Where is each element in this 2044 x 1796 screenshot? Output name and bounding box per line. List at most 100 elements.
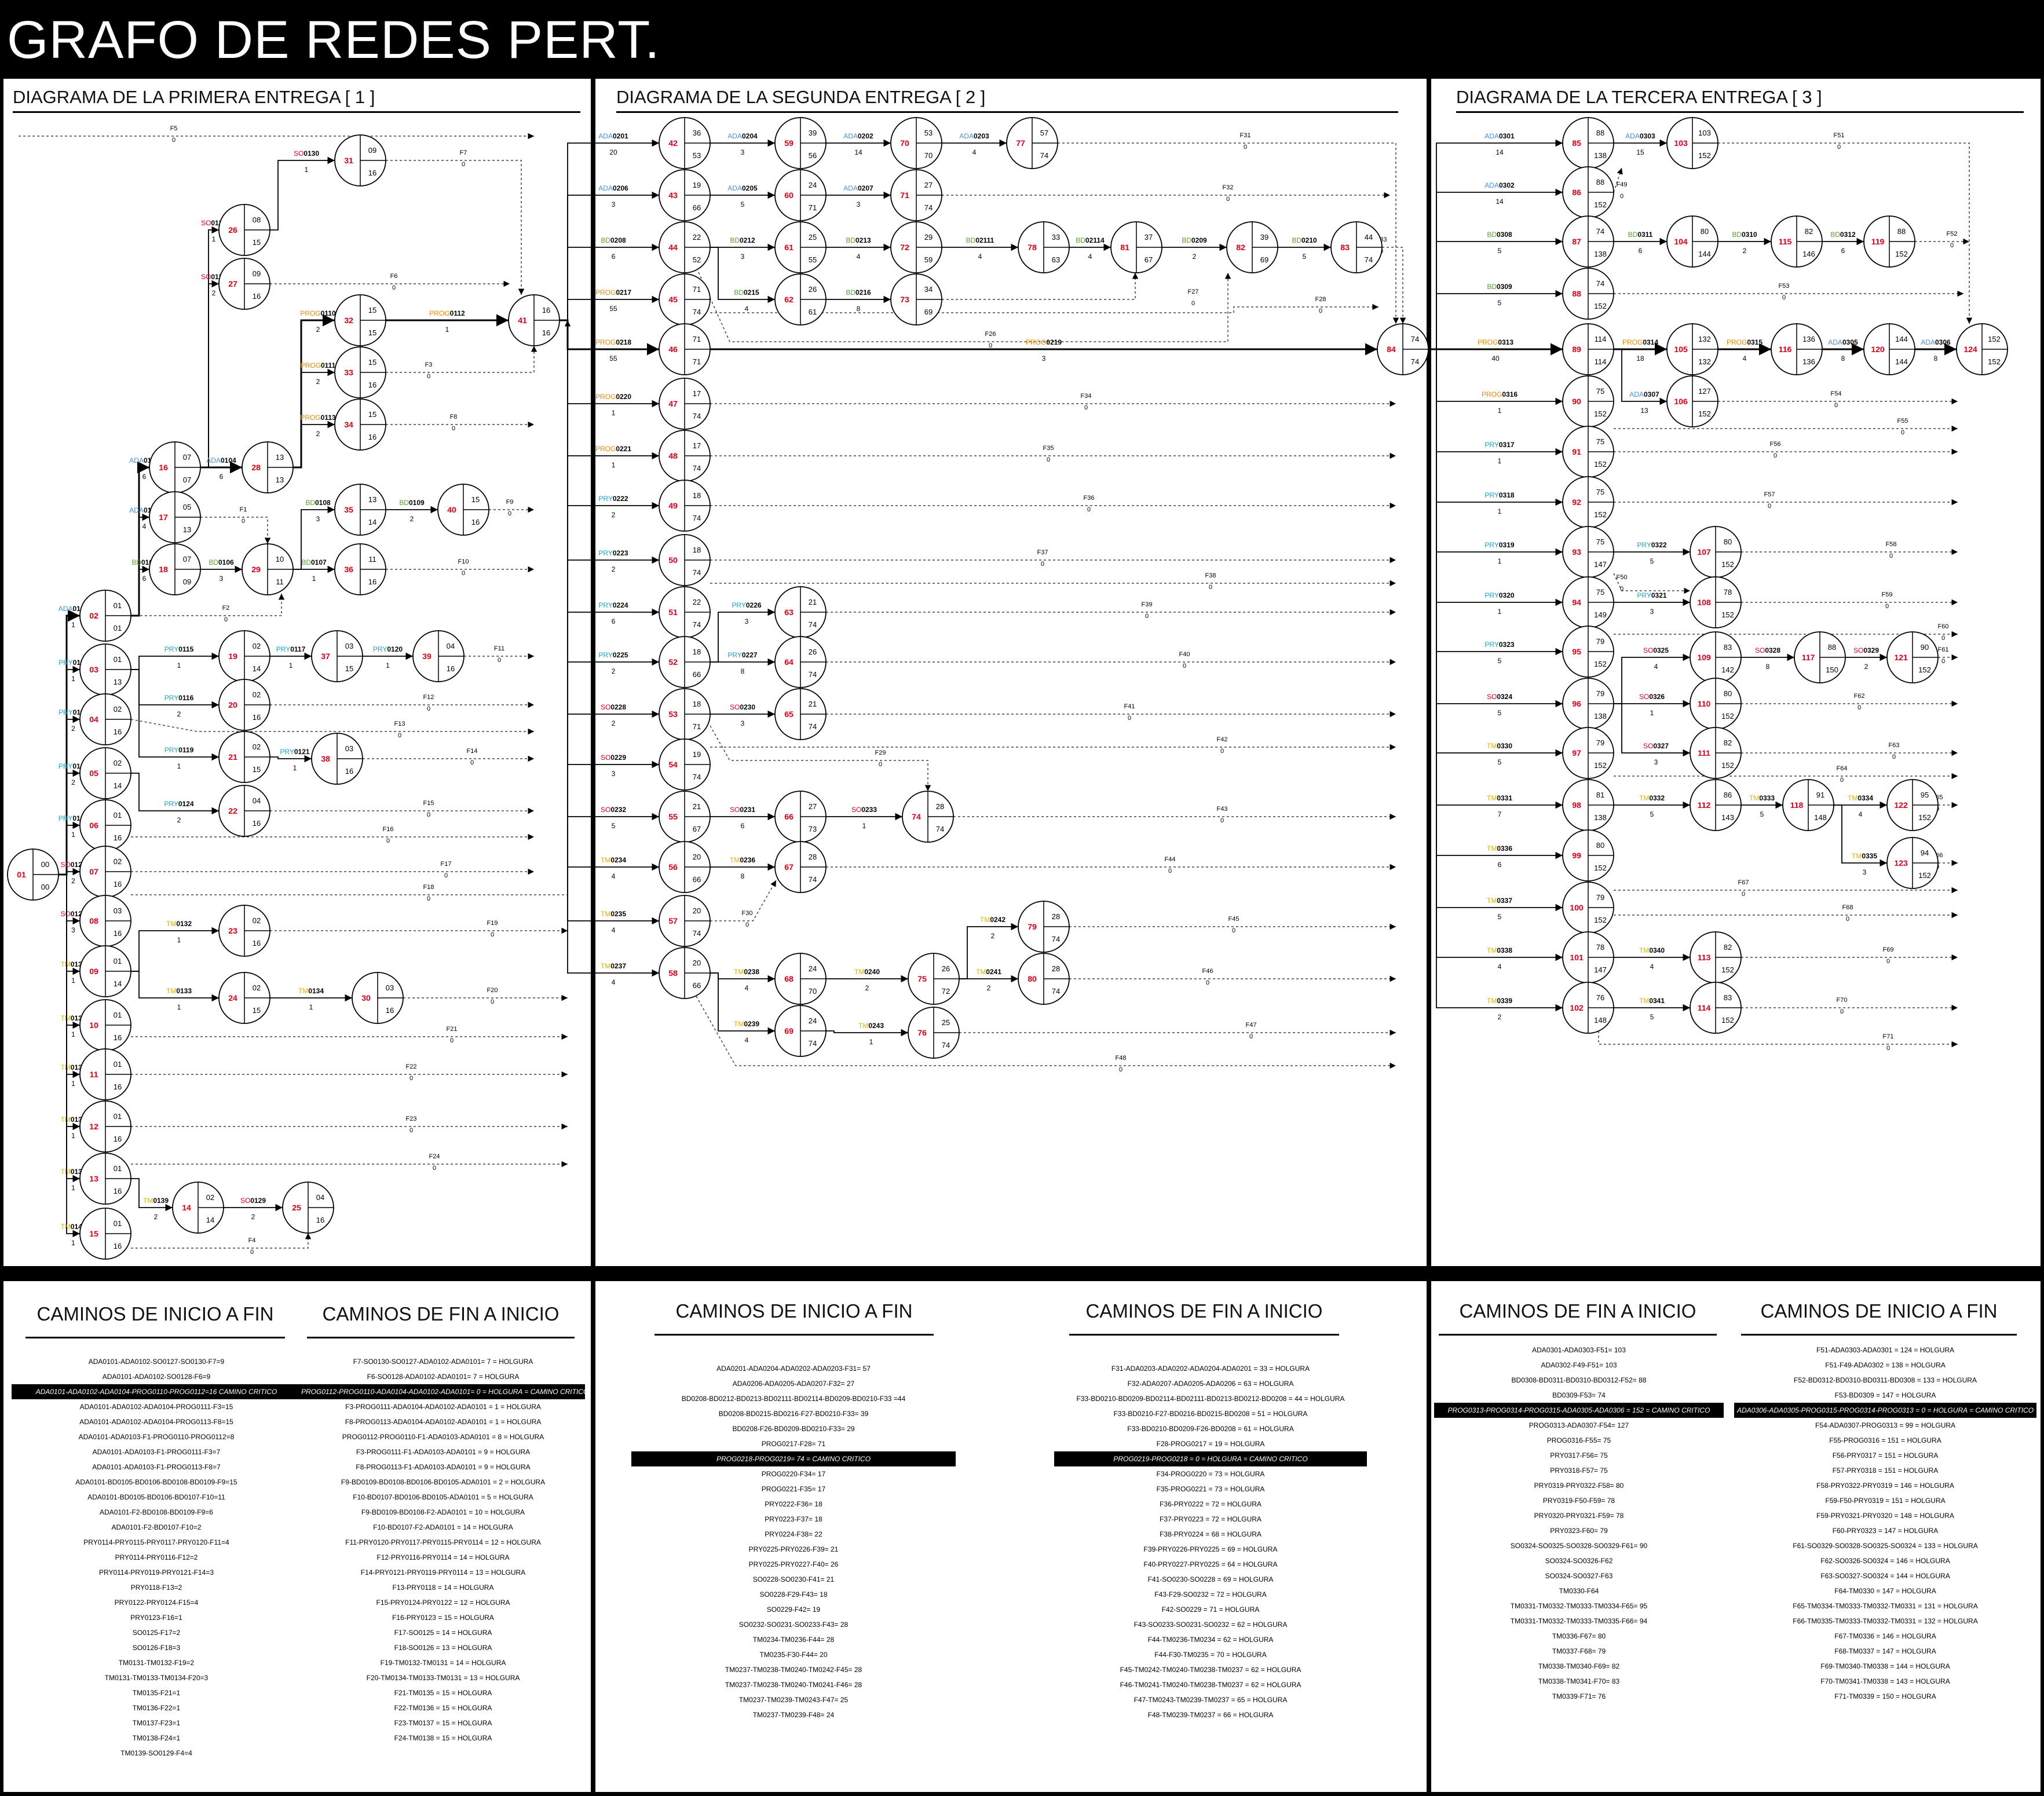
activity-duration: 8 bbox=[1841, 354, 1845, 363]
activity-code: PRY0225 bbox=[598, 651, 628, 659]
node-id: 122 bbox=[1894, 800, 1908, 810]
activity-number: 0224 bbox=[613, 601, 628, 609]
panel-1-title: DIAGRAMA DE LA PRIMERA ENTREGA [ 1 ] bbox=[13, 87, 580, 113]
path-row: PROG0112-PROG0110-F1-ADA0103-ADA0101 = 8… bbox=[342, 1433, 544, 1441]
node-late-finish: 152 bbox=[1918, 871, 1931, 880]
activity-edge bbox=[1420, 139, 1563, 350]
node-id: 116 bbox=[1779, 345, 1792, 354]
node-late-finish: 55 bbox=[809, 255, 817, 264]
path-row: PROG0316-F55= 75 bbox=[1546, 1436, 1611, 1444]
node-id: 53 bbox=[668, 709, 678, 719]
activity-prefix: SO bbox=[294, 149, 304, 158]
activity-prefix: PRY bbox=[1484, 591, 1498, 599]
dummy-duration: 0 bbox=[392, 284, 396, 291]
activity-duration: 2 bbox=[987, 984, 991, 992]
node-id: 121 bbox=[1894, 653, 1908, 662]
node-id: 24 bbox=[228, 993, 237, 1003]
node-id: 106 bbox=[1674, 397, 1688, 406]
path-row: ADA0101-BD0105-BD0106-BD0107-F10=11 bbox=[87, 1493, 225, 1501]
activity-code: ADA0305 bbox=[1828, 338, 1858, 346]
path-row: F8-PROG0113-ADA0104-ADA0102-ADA0101 = 1 … bbox=[345, 1418, 542, 1426]
activity-prefix: PROG bbox=[429, 309, 449, 317]
activity-number: 0240 bbox=[864, 968, 880, 976]
activity-prefix: BD bbox=[1628, 231, 1638, 239]
path-row: F57-PRY0318 = 151 = HOLGURA bbox=[1832, 1466, 1939, 1475]
activity-number: 0233 bbox=[861, 806, 877, 814]
node-id: 26 bbox=[228, 225, 237, 235]
node-late-finish: 15 bbox=[345, 664, 353, 673]
dummy-duration: 0 bbox=[1206, 979, 1209, 986]
node-id: 48 bbox=[668, 451, 678, 460]
activity-duration: 4 bbox=[142, 522, 147, 531]
dummy-duration: 0 bbox=[879, 761, 882, 768]
activity-number: 0235 bbox=[610, 910, 626, 918]
path-row: PRY0320-PRY0321-F59= 78 bbox=[1534, 1512, 1624, 1520]
activity-edge bbox=[50, 665, 80, 875]
node-early-start: 01 bbox=[114, 655, 122, 664]
dummy-label: F59 bbox=[1882, 591, 1893, 598]
node-id: 51 bbox=[668, 608, 678, 617]
path-row: F53-BD0309 = 147 = HOLGURA bbox=[1834, 1391, 1936, 1399]
dummy-label: F12 bbox=[423, 694, 434, 701]
activity-code: BD0108 bbox=[305, 499, 331, 507]
activity-code: ADA0206 bbox=[598, 184, 628, 192]
activity-number: 0239 bbox=[744, 1020, 759, 1028]
activity-edge bbox=[551, 320, 659, 769]
activity-duration: 3 bbox=[1654, 758, 1658, 766]
dummy-duration: 0 bbox=[1087, 506, 1091, 513]
node-late-finish: 74 bbox=[693, 412, 701, 420]
node-id: 17 bbox=[159, 513, 168, 522]
activity-edge bbox=[50, 609, 80, 876]
activity-number: 0320 bbox=[1499, 591, 1515, 599]
node-early-start: 79 bbox=[1596, 637, 1604, 646]
node-late-finish: 147 bbox=[1594, 965, 1607, 974]
dummy-duration: 0 bbox=[1191, 300, 1195, 307]
activity-prefix: TM bbox=[298, 987, 308, 995]
activity-number: 0121 bbox=[294, 748, 310, 756]
activity-prefix: PRY bbox=[598, 495, 612, 503]
activity-duration: 3 bbox=[741, 148, 745, 156]
dummy-duration: 0 bbox=[1220, 748, 1224, 755]
path-row: F59-PRY0321-PRY0320 = 148 = HOLGURA bbox=[1816, 1512, 1954, 1520]
activity-number: 0207 bbox=[858, 184, 873, 192]
dummy-duration: 0 bbox=[1901, 429, 1904, 436]
node-late-finish: 66 bbox=[693, 670, 701, 679]
activity-number: 0119 bbox=[178, 746, 193, 754]
activity-duration: 55 bbox=[609, 305, 617, 313]
node-early-start: 88 bbox=[1897, 227, 1906, 236]
activity-number: 0118 bbox=[73, 708, 88, 716]
node-late-finish: 16 bbox=[447, 664, 455, 673]
node-id: 87 bbox=[1572, 237, 1581, 246]
activity-number: 0212 bbox=[740, 236, 755, 244]
activity-duration: 8 bbox=[1934, 354, 1938, 363]
path-row: F59-F50-PRY0319 = 151 = HOLGURA bbox=[1825, 1497, 1946, 1505]
activity-number: 0139 bbox=[153, 1197, 169, 1205]
node-early-start: 02 bbox=[114, 759, 122, 767]
activity-code: BD0309 bbox=[1487, 283, 1512, 291]
path-row: TM0336-F67= 80 bbox=[1552, 1632, 1606, 1640]
path-row: PRY0114-PRY0116-F12=2 bbox=[115, 1553, 198, 1561]
activity-number: 0242 bbox=[990, 916, 1005, 924]
activity-edge bbox=[551, 319, 659, 356]
dummy-duration: 0 bbox=[1840, 1008, 1844, 1015]
dummy-edges: F50F70F60F30F80F10F90F100F20F110F120F130… bbox=[19, 125, 1973, 1256]
node-late-finish: 16 bbox=[253, 292, 261, 301]
node-early-start: 24 bbox=[809, 181, 817, 189]
node-id: 112 bbox=[1698, 800, 1711, 810]
path-row: PRY0123-F16=1 bbox=[130, 1614, 182, 1622]
path-row: F10-BD0107-BD0106-BD0105-ADA0101 = 5 = H… bbox=[353, 1493, 533, 1501]
node-early-start: 03 bbox=[345, 744, 353, 753]
path-row: TM0331-TM0332-TM0333-TM0334-F65= 95 bbox=[1510, 1602, 1648, 1610]
node-early-start: 17 bbox=[693, 441, 701, 450]
